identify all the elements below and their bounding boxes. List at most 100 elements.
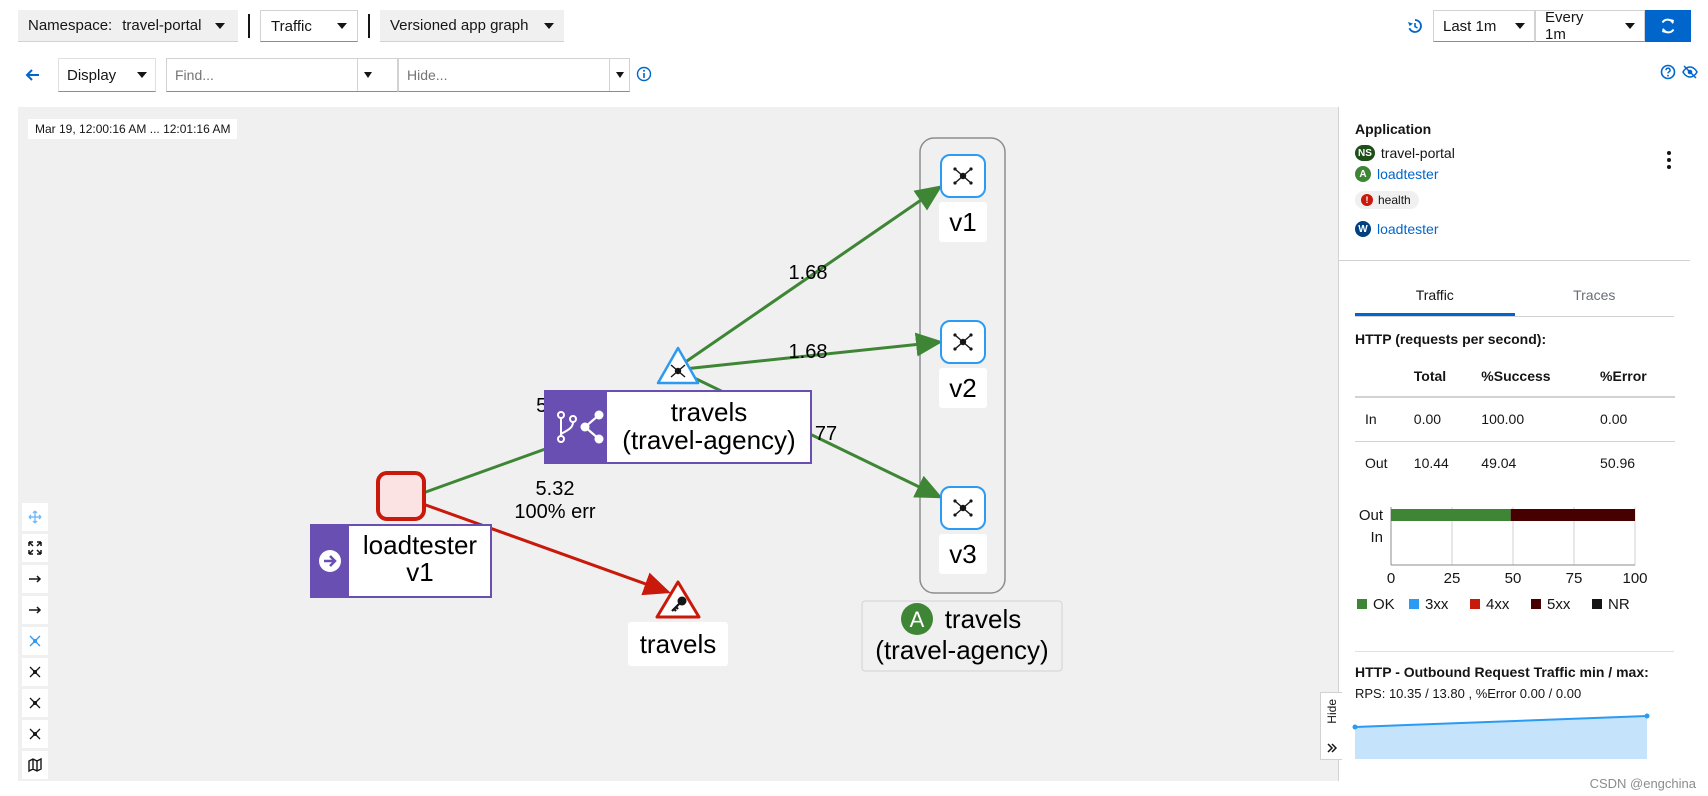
workload-v3-node[interactable] xyxy=(940,486,986,530)
table-cell: 0.00 xyxy=(1403,397,1472,442)
namespace-value: travel-portal xyxy=(122,17,202,34)
tab-traces[interactable]: Traces xyxy=(1573,287,1616,303)
health-badge[interactable]: ! health xyxy=(1355,191,1419,209)
summary-tabs: Traffic Traces xyxy=(1355,275,1674,317)
history-icon[interactable] xyxy=(1403,18,1427,34)
kebab-menu-icon[interactable] xyxy=(1666,151,1672,169)
workload-row: W loadtester xyxy=(1355,221,1674,237)
find-field xyxy=(166,58,398,92)
namespace-row: NS travel-portal xyxy=(1355,145,1674,161)
loadtester-node[interactable] xyxy=(376,471,426,521)
outbound-traffic-title: HTTP - Outbound Request Traffic min / ma… xyxy=(1355,664,1649,680)
edge-label-error-rate: 5.32 xyxy=(536,478,575,500)
workload-v2-node[interactable] xyxy=(940,320,986,364)
traffic-dropdown[interactable]: Traffic xyxy=(260,10,358,42)
app-badge: A xyxy=(1355,166,1371,182)
map-icon xyxy=(28,758,42,772)
edge-loadtester-to-travels-error[interactable] xyxy=(422,502,671,596)
travels-error-label: travels xyxy=(640,629,717,659)
refresh-interval-dropdown[interactable]: Every 1m xyxy=(1535,9,1645,43)
display-dropdown[interactable]: Display xyxy=(58,58,156,92)
chevron-down-icon xyxy=(615,72,624,78)
loadtester-label: loadtester v1 xyxy=(310,524,492,598)
chart-tick-label: 75 xyxy=(1566,570,1583,587)
move-icon xyxy=(28,510,42,524)
legend-swatch-5xx xyxy=(1531,599,1541,609)
table-cell: 49.04 xyxy=(1481,455,1517,472)
loadtester-label-name: loadtester xyxy=(363,530,478,560)
app-link[interactable]: loadtester xyxy=(1377,166,1439,182)
namespace-badge: NS xyxy=(1355,145,1375,161)
workload-v1-label: v1 xyxy=(949,207,976,237)
layout-1-button[interactable] xyxy=(22,596,48,624)
layout-default-button[interactable] xyxy=(22,565,48,593)
legend-swatch-nr xyxy=(1592,599,1602,609)
back-arrow-icon[interactable] xyxy=(18,60,48,90)
help-icon[interactable] xyxy=(1660,64,1676,85)
chevron-down-icon xyxy=(544,22,554,29)
table-cell: In xyxy=(1355,397,1404,442)
travels-service-node[interactable]: travels (travel-agency) xyxy=(544,390,812,464)
travels-virtual-service-node[interactable] xyxy=(656,346,700,385)
table-header: Total xyxy=(1403,355,1472,398)
layout-2-button[interactable] xyxy=(22,627,48,655)
app-box-badge: A xyxy=(910,607,925,632)
hide-history-toggle[interactable] xyxy=(609,59,629,91)
edge-label-v1: 1.68 xyxy=(789,262,828,284)
travels-error-node[interactable] xyxy=(655,580,701,619)
find-input[interactable] xyxy=(167,60,357,90)
graph-type-value: Versioned app graph xyxy=(390,17,529,34)
table-row: In 0.00 100.00 0.00 xyxy=(1355,397,1675,442)
refresh-button[interactable] xyxy=(1645,10,1691,42)
graph-type-dropdown[interactable]: Versioned app graph xyxy=(380,10,564,42)
table-cell: 0.00 xyxy=(1590,397,1675,442)
chart-category-label: Out xyxy=(1359,507,1384,524)
hide-label: Hide xyxy=(1324,699,1339,724)
summary-title: Application xyxy=(1355,121,1432,137)
tab-traffic[interactable]: Traffic xyxy=(1355,275,1515,316)
workload-link[interactable]: loadtester xyxy=(1377,221,1439,237)
graph-time-range: Mar 19, 12:00:16 AM ... 12:01:16 AM xyxy=(28,119,238,139)
chevron-down-icon xyxy=(1625,23,1635,29)
find-history-toggle[interactable] xyxy=(357,59,377,91)
layout-5-button[interactable] xyxy=(22,720,48,748)
key-icon xyxy=(677,596,687,606)
outbound-sparkline xyxy=(1352,713,1650,759)
traffic-label: Traffic xyxy=(271,17,312,35)
graph-canvas[interactable]: Mar 19, 12:00:16 AM ... 12:01:16 AM 1.68… xyxy=(18,107,1338,781)
table-header: %Error xyxy=(1590,355,1675,398)
legend-label-nr: NR xyxy=(1608,596,1630,613)
graph-svg: 1.68 1.68 77 5.1 5.32 100% err xyxy=(310,137,1063,672)
hide-panel-tab[interactable]: Hide xyxy=(1320,692,1342,760)
branch-share-icon xyxy=(557,410,604,444)
namespace-dropdown[interactable]: Namespace: travel-portal xyxy=(18,10,238,42)
duration-dropdown[interactable]: Last 1m xyxy=(1433,10,1535,42)
fit-to-screen-button[interactable] xyxy=(22,534,48,562)
chart-category-label: In xyxy=(1370,529,1383,546)
layout-4-button[interactable] xyxy=(22,689,48,717)
edge-travels-to-v1[interactable] xyxy=(683,185,943,365)
layout-3-button[interactable] xyxy=(22,658,48,686)
table-header-row: Total %Success %Error xyxy=(1355,355,1675,398)
http-rates-table: Total %Success %Error In 0.00 100.00 0.0… xyxy=(1355,355,1675,485)
workload-v1-node[interactable] xyxy=(940,154,986,198)
legend-swatch-3xx xyxy=(1409,599,1419,609)
workload-v1-label-box xyxy=(939,202,987,242)
pan-tool[interactable] xyxy=(22,503,48,531)
info-icon[interactable] xyxy=(636,66,654,84)
arrow-right-icon xyxy=(29,606,42,614)
table-header: %Success xyxy=(1471,355,1591,398)
chart-tick-label: 50 xyxy=(1505,570,1522,587)
namespace-name: travel-portal xyxy=(1380,145,1455,161)
graph-topbar: Namespace: travel-portal Traffic Version… xyxy=(18,10,564,42)
app-badge-icon xyxy=(901,603,933,635)
edge-travels-to-v2[interactable] xyxy=(683,332,943,371)
workload-badge: W xyxy=(1355,221,1371,237)
watermark: CSDN @engchina xyxy=(1589,776,1696,791)
topology-icon xyxy=(29,728,41,740)
tour-icon[interactable] xyxy=(1682,64,1698,85)
legend-button[interactable] xyxy=(22,751,48,779)
time-controls: Last 1m Every 1m xyxy=(1403,9,1691,43)
hide-input[interactable] xyxy=(399,60,609,90)
